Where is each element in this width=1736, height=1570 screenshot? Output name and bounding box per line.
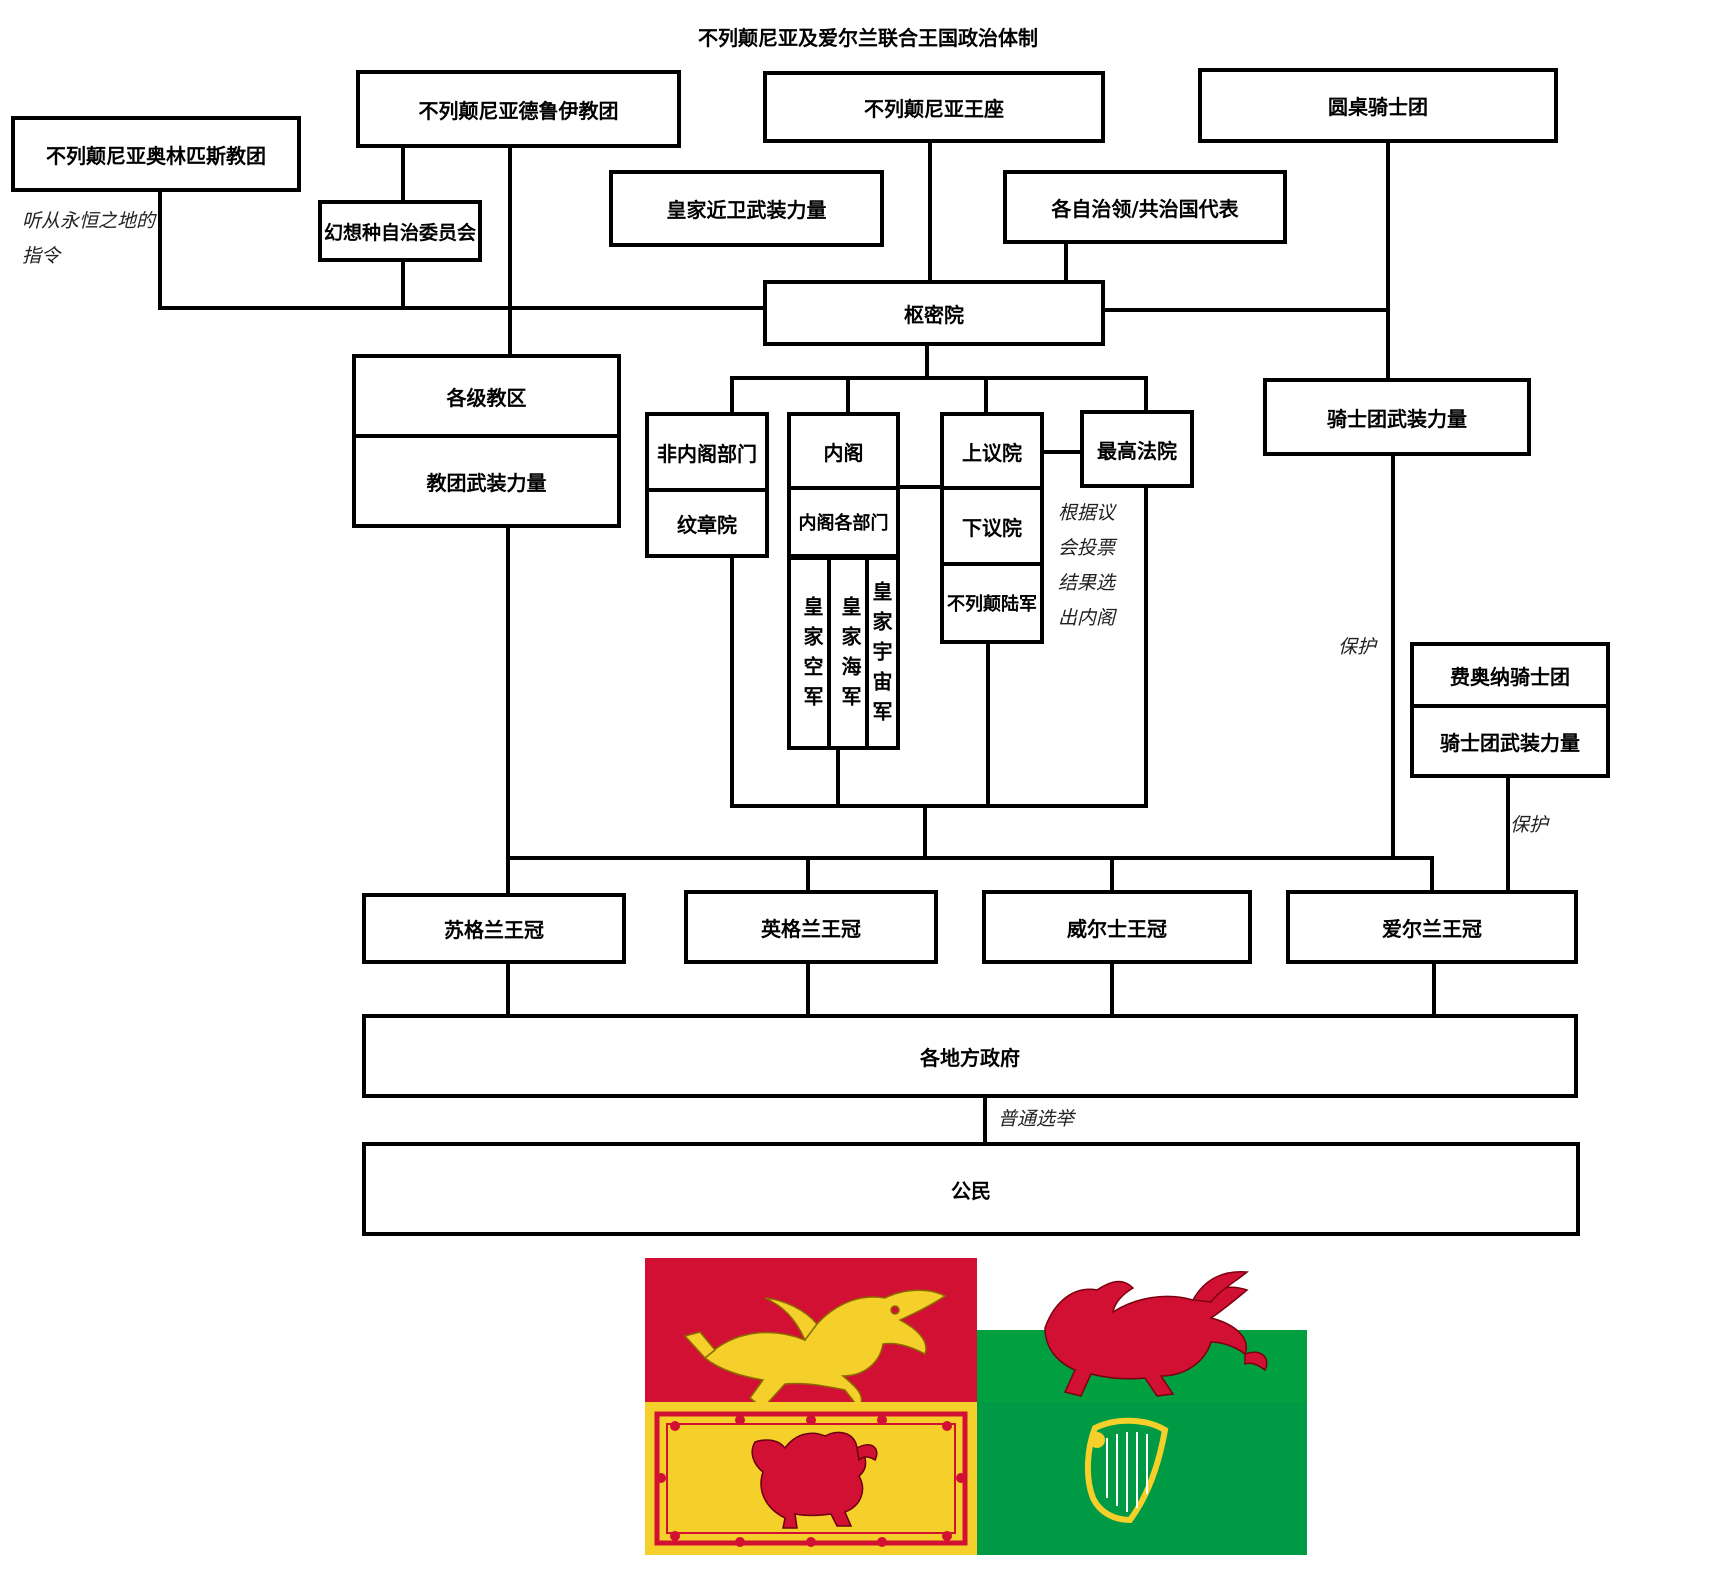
- heraldry-box: 纹章院: [645, 488, 769, 558]
- royal-guard-box: 皇家近卫武装力量: [609, 170, 884, 247]
- privy-council-box: 枢密院: [763, 280, 1105, 346]
- welsh-dragon-flag: [977, 1258, 1307, 1402]
- gold-dragon-icon: [683, 1289, 947, 1410]
- fianna-order-box: 费奥纳骑士团: [1410, 642, 1610, 708]
- irish-harp-flag: [977, 1402, 1307, 1555]
- eternal-land-note: 听从永恒之地的指令: [22, 210, 156, 267]
- air-force-box: 皇家空军: [787, 556, 831, 750]
- wales-crown-box: 威尔士王冠: [982, 890, 1252, 964]
- dioceses-box: 各级教区: [352, 354, 621, 438]
- cabinet-vote-note: 根据议会投票结果选出内阁: [1058, 502, 1116, 629]
- election-note: 普通选举: [998, 1108, 1075, 1130]
- druid-order-box: 不列颠尼亚德鲁伊教团: [356, 70, 681, 148]
- lion-rampant-flag: [645, 1402, 977, 1555]
- church-forces-box: 教团武装力量: [352, 434, 621, 528]
- supreme-court-box: 最高法院: [1080, 410, 1194, 488]
- round-table-box: 圆桌骑士团: [1198, 68, 1558, 143]
- gold-dragon-flag: [645, 1258, 977, 1410]
- protect-note-1: 保护: [1338, 636, 1377, 658]
- lower-house-box: 下议院: [940, 486, 1044, 566]
- throne-box: 不列颠尼亚王座: [763, 71, 1105, 143]
- olympus-order-box: 不列颠尼亚奥林匹斯教团: [11, 116, 301, 192]
- fantasy-committee-box: 幻想种自治委员会: [318, 200, 482, 262]
- autonomous-reps-box: 各自治领/共治国代表: [1003, 170, 1287, 244]
- non-cabinet-box: 非内阁部门: [645, 412, 769, 492]
- army-box: 不列颠陆军: [940, 562, 1044, 644]
- local-government-box: 各地方政府: [362, 1014, 1578, 1098]
- england-crown-box: 英格兰王冠: [684, 890, 938, 964]
- diagram-title: 不列颠尼亚及爱尔兰联合王国政治体制: [698, 26, 1038, 50]
- red-dragon-icon: [1044, 1270, 1268, 1397]
- knight-forces-box: 骑士团武装力量: [1263, 378, 1531, 456]
- union-flags: [645, 1258, 1307, 1555]
- cabinet-box: 内阁: [787, 412, 900, 490]
- golden-harp-icon: [1084, 1417, 1169, 1524]
- cabinet-depts-box: 内阁各部门: [787, 486, 900, 558]
- scotland-crown-box: 苏格兰王冠: [362, 893, 626, 964]
- protect-note-2: 保护: [1510, 814, 1549, 836]
- navy-box: 皇家海军: [827, 556, 869, 750]
- ireland-crown-box: 爱尔兰王冠: [1286, 890, 1578, 964]
- fianna-forces-box: 骑士团武装力量: [1410, 704, 1610, 778]
- lion-rampant-icon: [751, 1431, 878, 1529]
- upper-house-box: 上议院: [940, 412, 1044, 490]
- space-force-box: 皇家宇宙军: [865, 556, 900, 750]
- citizens-box: 公民: [362, 1142, 1580, 1236]
